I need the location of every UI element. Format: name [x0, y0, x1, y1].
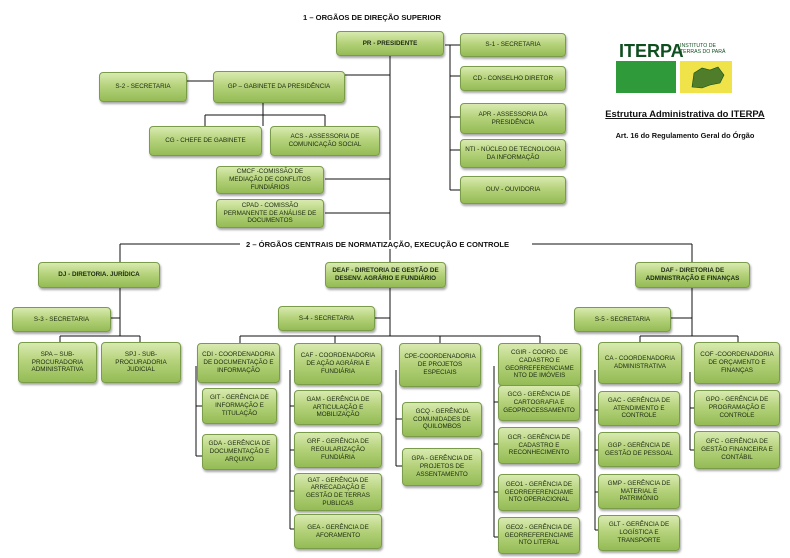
box-ggp-gerencia[interactable]: GGP - GERÊNCIA DE GESTÃO DE PESSOAL [598, 432, 680, 467]
box-s1-secretaria[interactable]: S-1 - SECRETARIA [460, 33, 566, 57]
box-gcq-gerencia[interactable]: GCQ - GERÊNCIA COMUNIDADES DE QUILOMBOS [402, 402, 482, 437]
box-glt-gerencia[interactable]: GLT - GERÊNCIA DE LOGÍSTICA E TRANSPORTE [598, 515, 680, 551]
box-gpo-gerencia[interactable]: GPO - GERÊNCIA DE PROGRAMAÇÃO E CONTROLE [694, 390, 780, 426]
box-s2-secretaria[interactable]: S-2 - SECRETARIA [99, 72, 187, 102]
box-cdi-coordenadoria[interactable]: CDI - COORDENADORIA DE DOCUMENTAÇÃO E IN… [197, 343, 280, 383]
box-gam-gerencia[interactable]: GAM - GERÊNCIA DE ARTICULAÇÃO E MOBILIZA… [294, 390, 382, 425]
box-cd-conselho[interactable]: CD - CONSELHO DIRETOR [460, 66, 566, 91]
logo-wordmark: ITERPA [619, 41, 684, 61]
box-gp-gabinete[interactable]: GP – GABINETE DA PRESIDÊNCIA [213, 71, 345, 103]
box-cpe-coordenadoria[interactable]: CPE-COORDENADORIA DE PROJETOS ESPECIAIS [399, 343, 481, 387]
box-git-gerencia[interactable]: GIT - GERÊNCIA DE INFORMAÇÃO E TITULAÇÃO [202, 388, 277, 424]
logo-subtitle: INSTITUTO DE TERRAS DO PARÁ [680, 43, 726, 55]
box-acs-comunicacao[interactable]: ACS - ASSESSORIA DE COMUNICAÇÃO SOCIAL [270, 126, 380, 156]
logo-green-block [616, 61, 676, 93]
box-nti-tecnologia[interactable]: NTI - NÚCLEO DE TECNOLOGIA DA INFORMAÇÃO [460, 139, 566, 168]
box-dj-diretoria-juridica[interactable]: DJ - DIRETORIA. JURÍDICA [38, 262, 160, 288]
box-geo1-gerencia[interactable]: GEO1 - GERÊNCIA DE GEORREFERENCIAME NTO … [498, 474, 580, 511]
structure-title: Estrutura Administrativa do ITERPA [605, 108, 765, 119]
box-spj-subprocuradoria[interactable]: SPJ - SUB-PROCURADORIA JUDICIAL [101, 342, 181, 383]
section-heading-centrais: 2 – ÓRGÃOS CENTRAIS DE NORMATIZAÇÃO, EXE… [243, 240, 513, 249]
box-s4-secretaria[interactable]: S-4 - SECRETARIA [278, 306, 375, 331]
box-gcg-gerencia[interactable]: GCG - GERÊNCIA DE CARTOGRAFIA E GEOPROCE… [498, 385, 580, 421]
box-gat-gerencia[interactable]: GAT - GERÊNCIA DE ARRECADAÇÃO E GESTÃO D… [294, 473, 382, 511]
box-caf-coordenadoria[interactable]: CAF - COORDENADORIA DE AÇÃO AGRÁRIA E FU… [294, 343, 382, 385]
box-gac-gerencia[interactable]: GAC - GERÊNCIA DE ATENDIMENTO E CONTROLE [598, 391, 680, 426]
box-deaf-diretoria[interactable]: DEAF - DIRETORIA DE GESTÃO DE DESENV. AG… [325, 262, 446, 288]
box-ouv-ouvidoria[interactable]: OUV - OUVIDORIA [460, 176, 566, 204]
box-grf-gerencia[interactable]: GRF - GERÊNCIA DE REGULARIZAÇÃO FUNDIÁRI… [294, 432, 382, 468]
box-spa-subprocuradoria[interactable]: SPA – SUB-PROCURADORIA ADMINISTRATIVA [18, 342, 97, 383]
box-cof-coordenadoria[interactable]: COF -COORDENADORIA DE ORÇAMENTO E FINANÇ… [694, 342, 780, 384]
box-pr-presidente[interactable]: PR - PRESIDENTE [336, 31, 444, 56]
box-gpa-gerencia[interactable]: GPA - GERÊNCIA DE PROJETOS DE ASSENTAMEN… [402, 448, 482, 486]
box-cpad-comissao[interactable]: CPAD - COMISSÃO PERMANENTE DE ANÁLISE DE… [216, 199, 324, 228]
box-daf-diretoria[interactable]: DAF - DIRETORIA DE ADMINISTRAÇÃO E FINAN… [635, 262, 750, 288]
box-gda-gerencia[interactable]: GDA - GERÊNCIA DE DOCUMENTAÇÃO E ARQUIVO [202, 434, 277, 470]
box-gfc-gerencia[interactable]: GFC - GERÊNCIA DE GESTÃO FINANCEIRA E CO… [694, 431, 780, 469]
section-heading-direcao: 1 – ORGÃOS DE DIREÇÃO SUPERIOR [303, 13, 441, 22]
box-cg-chefe-gabinete[interactable]: CG - CHEFE DE GABINETE [149, 126, 262, 156]
box-apr-assessoria[interactable]: APR - ASSESSORIA DA PRESIDÊNCIA [460, 103, 566, 134]
iterpa-logo: ITERPA INSTITUTO DE TERRAS DO PARÁ [616, 41, 732, 93]
box-cmcf-comissao[interactable]: CMCF -COMISSÃO DE MEDIAÇÃO DE CONFLITOS … [216, 166, 324, 194]
box-gea-gerencia[interactable]: GEA - GERÊNCIA DE AFORAMENTO [294, 514, 382, 549]
box-geo2-gerencia[interactable]: GEO2 - GERÊNCIA DE GEORREFERENCIAME NTO … [498, 517, 580, 554]
logo-map-icon [680, 61, 732, 93]
box-cgir-coordenacao[interactable]: CGIR - COORD. DE CADASTRO E GEORREFERENC… [498, 343, 581, 386]
box-gcr-gerencia[interactable]: GCR - GERÊNCIA DE CADASTRO E RECONHECIME… [498, 427, 580, 464]
box-s5-secretaria[interactable]: S-5 - SECRETARIA [574, 307, 671, 332]
box-s3-secretaria[interactable]: S-3 - SECRETARIA [12, 307, 111, 332]
structure-subtitle: Art. 16 do Regulamento Geral do Órgão [615, 131, 755, 140]
box-gmp-gerencia[interactable]: GMP - GERÊNCIA DE MATERIAL E PATRIMÔNIO [598, 474, 680, 509]
box-ca-coordenadoria[interactable]: CA - COORDENADORIA ADMINISTRATIVA [598, 342, 682, 384]
